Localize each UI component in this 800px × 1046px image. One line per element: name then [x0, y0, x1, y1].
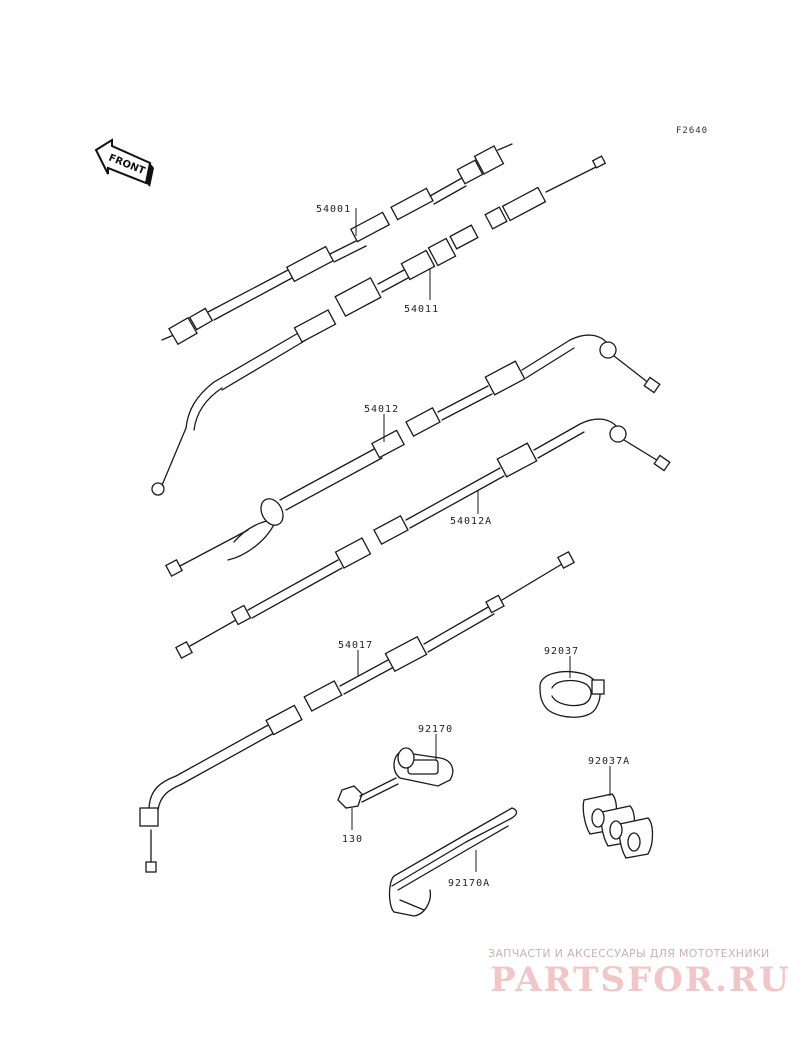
part-label-92170a: 92170A: [448, 878, 490, 889]
strap-92170a: 92170A: [388, 807, 518, 917]
part-label-92037a: 92037A: [588, 756, 630, 767]
part-label-54001: 54001: [316, 204, 351, 215]
front-arrow-icon: FRONT: [94, 138, 154, 187]
cable-54001: 54001: [161, 143, 513, 346]
cable-54012a: 54012A: [175, 418, 671, 659]
clamp-92037: 92037: [539, 646, 605, 718]
clamp-92037a: 92037A: [582, 756, 654, 859]
bolt-130: 130: [337, 777, 399, 845]
part-label-130: 130: [342, 834, 363, 845]
part-label-54012: 54012: [364, 404, 399, 415]
watermark-tagline: ЗАПЧАСТИ И АКСЕССУАРЫ ДЛЯ МОТОТЕХНИКИ: [488, 947, 770, 960]
part-label-54017: 54017: [338, 640, 373, 651]
cable-54012: 54012: [165, 334, 661, 577]
figure-code: F2640: [676, 126, 708, 136]
watermark-brand: PARTSFOR.RU: [490, 960, 791, 1000]
part-label-92170: 92170: [418, 724, 453, 735]
cable-54017: 54017: [139, 551, 575, 873]
cable-54011: 54011: [151, 155, 607, 496]
part-label-54011: 54011: [404, 304, 439, 315]
part-label-54012a: 54012A: [450, 516, 492, 527]
part-label-92037: 92037: [544, 646, 579, 657]
clamp-92170: 92170: [393, 724, 454, 787]
